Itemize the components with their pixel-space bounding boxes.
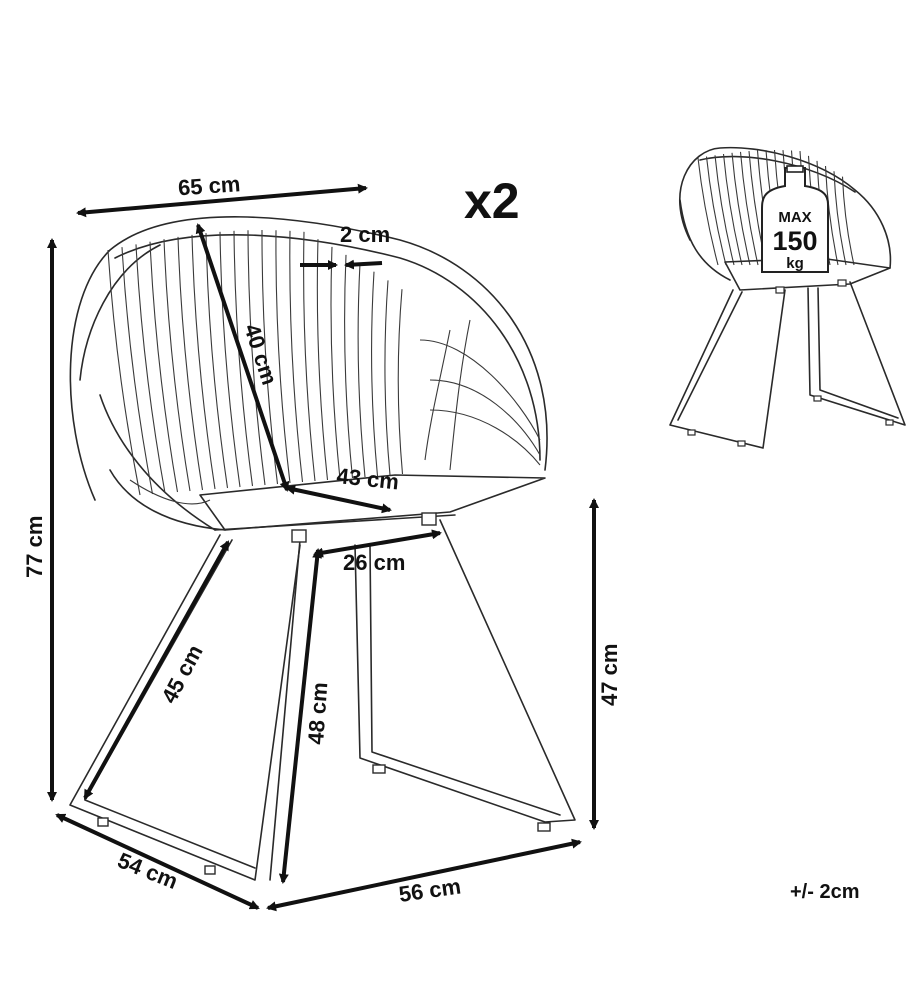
shell-wire-small <box>697 157 719 266</box>
shell-wire-small <box>731 152 751 266</box>
shell-wire <box>121 247 154 495</box>
load-value-label: 150 <box>772 226 817 256</box>
shell-wire-small <box>841 176 855 266</box>
weight-icon: MAX 150 kg <box>761 165 830 273</box>
label-seat-depth: 43 cm <box>335 463 400 494</box>
label-seat-height: 47 cm <box>597 644 622 706</box>
shell-wire <box>275 230 291 484</box>
shell-wire <box>149 241 179 493</box>
shell-wire <box>371 271 379 477</box>
shell-wire <box>191 234 216 490</box>
shell-wire-small <box>824 165 839 266</box>
shell-wire-small <box>833 171 847 266</box>
label-width: 65 cm <box>177 171 241 200</box>
shell-wire <box>163 239 191 492</box>
shell-wire <box>344 254 354 479</box>
dimension-arrows <box>47 183 599 912</box>
shell-wire <box>357 263 366 478</box>
shell-wire <box>219 231 241 488</box>
label-leg-side: 48 cm <box>303 681 332 745</box>
label-backrest: 40 cm <box>239 321 282 388</box>
quantity-label: x2 <box>464 173 520 229</box>
tolerance-label: +/- 2cm <box>790 881 859 903</box>
shell-wire-small <box>722 153 743 266</box>
shell-wire <box>289 230 304 483</box>
chair-main-drawing <box>69 216 576 881</box>
shell-wire-small <box>714 155 735 266</box>
shell-wire <box>107 249 141 496</box>
shell-wire-small <box>705 156 727 266</box>
shell-wire <box>384 280 391 476</box>
dimension-labels: 65 cm 77 cm 2 cm 40 cm 43 cm 26 cm 45 cm… <box>22 171 859 907</box>
load-unit-label: kg <box>786 255 804 272</box>
shell-wire <box>177 236 204 491</box>
label-base-depth: 54 cm <box>114 847 181 894</box>
label-leg-front: 45 cm <box>156 641 207 708</box>
shell-wire <box>303 231 316 482</box>
load-max-label: MAX <box>778 209 811 226</box>
shell-wire <box>135 244 166 494</box>
label-height: 77 cm <box>22 516 47 578</box>
label-wire-gap: 2 cm <box>340 222 390 247</box>
shell-wire-small <box>739 151 759 266</box>
shell-wire <box>316 239 329 481</box>
shell-wire <box>397 289 404 475</box>
shell-wire <box>330 246 341 480</box>
label-seat-width-inner: 26 cm <box>343 550 405 575</box>
